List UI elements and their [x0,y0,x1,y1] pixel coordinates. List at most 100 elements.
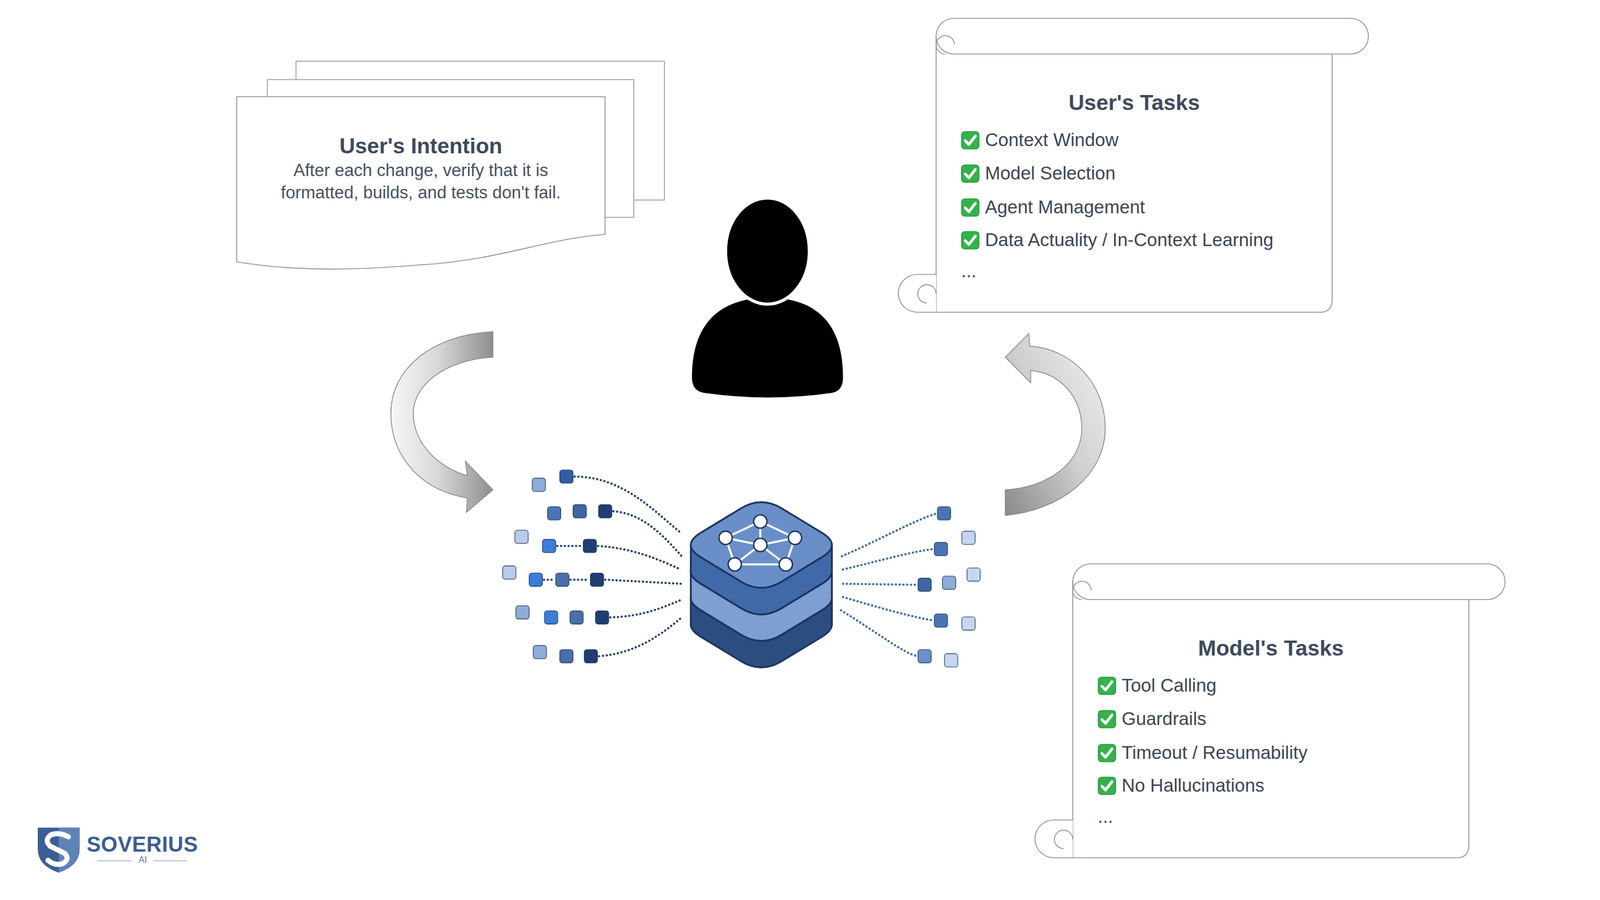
task-item: Model Selection [985,162,1330,185]
dotted-line [610,600,682,618]
data-square [555,572,569,587]
dotted-line [842,513,938,557]
dotted-line [842,583,918,585]
person-body [691,298,843,398]
data-square [944,653,958,668]
task-item: Guardrails [1121,707,1467,730]
scroll-curl [917,284,937,303]
logo-shield [37,827,80,873]
task-item: Timeout / Resumability [1121,741,1467,764]
check-icon [961,198,980,217]
check-box [1098,710,1116,728]
person-head [725,197,810,304]
logo-rule [97,860,132,862]
scroll-curl [1054,830,1073,849]
logo-letter-mark [47,833,69,865]
check-icon [961,131,980,150]
brand-name: SOVERIUS [86,831,215,858]
data-square [590,572,604,587]
data-flow-lines [841,513,938,657]
list-ellipsis: ... [961,260,1306,283]
data-square [934,613,948,628]
network-node [788,531,802,545]
task-item: No Hallucinations [1121,774,1467,797]
dotted-line [597,546,681,570]
data-square [560,649,574,663]
check-box [961,198,979,216]
network-node [728,557,742,572]
check-icon [1097,710,1117,729]
scroll-curl [1072,581,1092,600]
data-square [595,610,609,624]
data-square [583,539,597,553]
paper-sheet [236,96,605,269]
curved-arrow [391,331,494,513]
check-icon [961,164,980,183]
data-square [942,576,956,590]
check-mark [1101,681,1112,690]
check-icon [1097,776,1117,795]
check-mark [1101,748,1112,758]
logo-rule [153,860,188,862]
network-glyph [718,515,802,572]
data-square [544,610,558,624]
check-box [1098,743,1116,762]
data-square [961,531,975,545]
task-scroll: User's TasksContext WindowModel Selectio… [898,18,1369,313]
scroll-heading: Model's Tasks [1072,636,1469,661]
data-square [917,649,932,663]
data-square [917,578,932,592]
scroll-curl [1035,820,1073,858]
network-node [753,538,768,552]
data-square [560,470,574,484]
dotted-line [574,476,681,533]
data-flow-lines [543,476,682,657]
check-box [961,231,979,249]
data-square [542,539,556,553]
network-node [718,531,733,545]
data-square [572,504,587,518]
data-square [570,610,584,624]
list-ellipsis: ... [1097,805,1443,828]
data-square [502,566,517,580]
check-mark [965,136,975,145]
data-square [533,645,547,659]
data-squares [502,470,981,668]
dotted-line [598,617,682,657]
data-square [547,506,562,520]
scroll-roll [936,18,1369,54]
person-icon [691,197,843,398]
check-mark [965,236,975,245]
dotted-line [842,597,934,621]
task-item: Context Window [985,128,1330,152]
task-scroll: Model's TasksTool CallingGuardrailsTimeo… [1035,563,1506,858]
brand-subtitle: AI [131,854,154,865]
data-square [598,504,612,518]
check-box [961,131,979,149]
dotted-line [570,578,589,581]
model-stack [690,502,832,668]
data-square [584,649,598,663]
check-mark [1101,781,1112,790]
check-mark [965,169,975,178]
intention-note: User's IntentionAfter each change, verif… [236,96,605,270]
data-square [967,567,981,582]
scroll-body [1072,581,1469,858]
note-heading: User's Intention [236,133,605,159]
data-square [528,572,543,587]
check-icon [1097,676,1117,695]
curved-arrow [1005,333,1105,516]
task-item: Data Actuality / In-Context Learning [985,228,1330,252]
dotted-line [841,610,918,657]
check-box [961,164,979,182]
check-box [1098,776,1116,794]
scroll-heading: User's Tasks [936,90,1333,115]
check-mark [1101,715,1112,724]
dotted-line [543,578,554,581]
check-box [1098,676,1116,694]
scroll-body [936,35,1333,313]
network-node [779,557,793,572]
data-square [934,542,948,556]
data-square [515,530,529,544]
